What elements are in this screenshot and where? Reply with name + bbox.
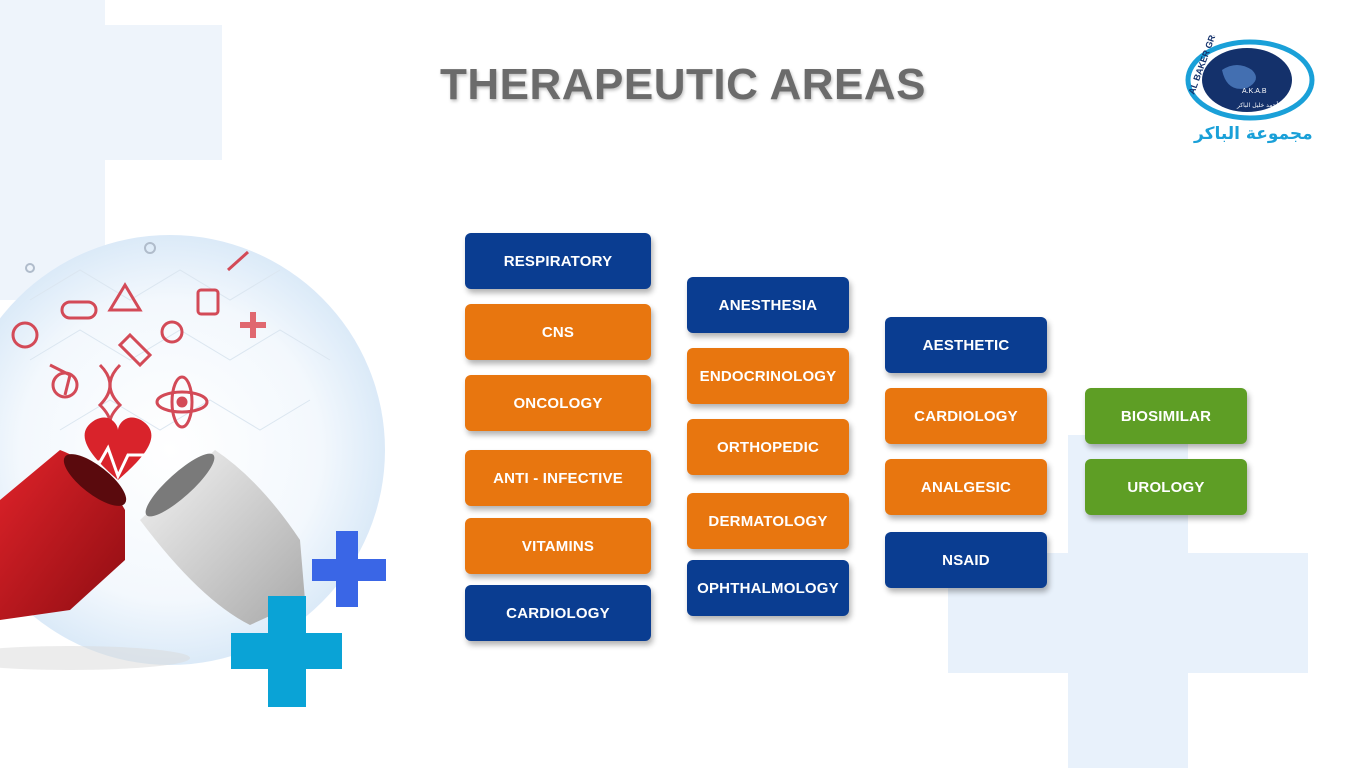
medical-capsule-illustration [0,235,386,707]
medical-icons-cluster [11,250,250,437]
tile-anti-infective: ANTI - INFECTIVE [465,450,651,506]
tile-biosimilar: BIOSIMILAR [1085,388,1247,444]
tile-urology: UROLOGY [1085,459,1247,515]
tile-dermatology: DERMATOLOGY [687,493,849,549]
tile-label: VITAMINS [521,537,595,555]
tile-label: ANTI - INFECTIVE [493,469,623,487]
background-cross-top-left-horizontal [0,25,222,160]
tile-label: OPHTHALMOLOGY [697,579,839,597]
logo-arabic-sub: أحمد خليل الباكر [1236,101,1278,109]
tile-vitamins: VITAMINS [465,518,651,574]
tile-cns: CNS [465,304,651,360]
tile-cardiology-2: CARDIOLOGY [885,388,1047,444]
tile-label: ANESTHESIA [718,296,818,314]
tile-label: CARDIOLOGY [914,407,1018,425]
al-baker-group-logo: A.K.A.B أحمد خليل الباكر AL BAKER GROUP … [1185,35,1315,144]
tile-label: ORTHOPEDIC [716,438,819,456]
tile-anesthesia: ANESTHESIA [687,277,849,333]
tile-endocrinology: ENDOCRINOLOGY [687,348,849,404]
tile-label: DERMATOLOGY [708,512,828,530]
tile-nsaid: NSAID [885,532,1047,588]
tile-oncology: ONCOLOGY [465,375,651,431]
tile-label: CNS [541,323,575,341]
tile-label: ENDOCRINOLOGY [699,367,837,385]
tile-label: AESTHETIC [922,336,1010,354]
tile-orthopedic: ORTHOPEDIC [687,419,849,475]
tile-label: UROLOGY [1127,478,1205,496]
tile-aesthetic: AESTHETIC [885,317,1047,373]
logo-badge-text: A.K.A.B [1242,88,1267,95]
tile-label: BIOSIMILAR [1120,407,1212,425]
tile-cardiology-1: CARDIOLOGY [465,585,651,641]
tile-label: ONCOLOGY [513,394,603,412]
tile-analgesic: ANALGESIC [885,459,1047,515]
page-title: THERAPEUTIC AREAS [439,60,926,109]
logo-arabic-name: مجموعة الباكر [1193,124,1313,144]
tile-label: RESPIRATORY [503,252,613,270]
tile-label: CARDIOLOGY [506,604,610,622]
tile-label: NSAID [942,551,990,569]
tile-respiratory: RESPIRATORY [465,233,651,289]
tile-label: ANALGESIC [920,478,1012,496]
tile-ophthalmology: OPHTHALMOLOGY [687,560,849,616]
